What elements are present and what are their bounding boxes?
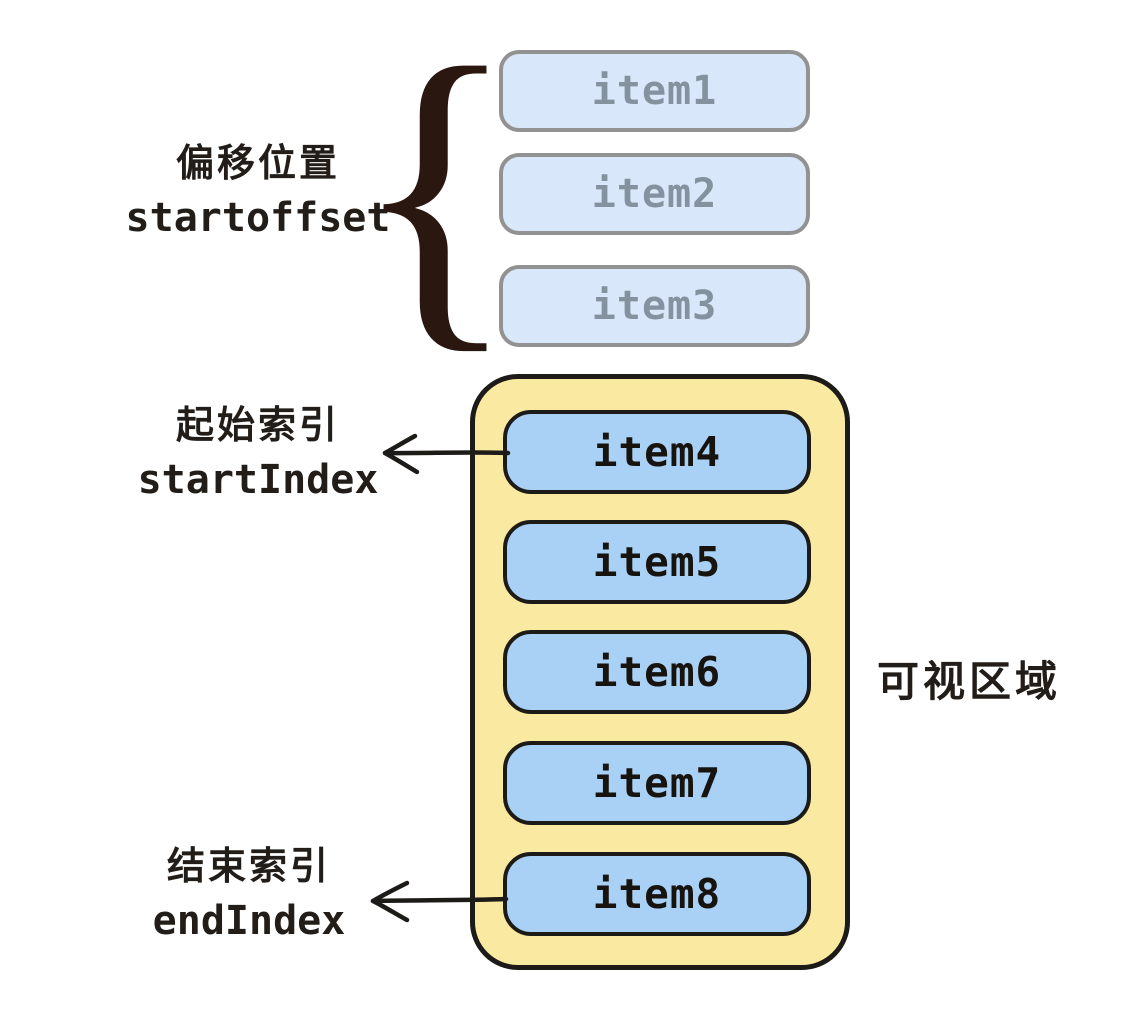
offset-label: 偏移位置 startoffset bbox=[108, 141, 408, 241]
list-item-offscreen: item3 bbox=[499, 265, 810, 347]
viewport-label: 可视区域 bbox=[877, 657, 1062, 706]
list-item-visible: item7 bbox=[503, 741, 811, 825]
offset-label-code: startoffset bbox=[125, 194, 391, 241]
end-index-label-cn: 结束索引 bbox=[166, 844, 331, 888]
list-item-visible: item4 bbox=[503, 410, 811, 494]
list-item-offscreen: item1 bbox=[499, 50, 810, 132]
offset-label-cn: 偏移位置 bbox=[175, 141, 340, 185]
list-item-visible: item6 bbox=[503, 630, 811, 714]
list-item-offscreen: item2 bbox=[499, 153, 810, 235]
end-index-label-code: endIndex bbox=[152, 897, 346, 944]
start-index-arrow-icon bbox=[378, 430, 511, 476]
start-index-label-code: startIndex bbox=[137, 456, 379, 503]
list-item-visible: item5 bbox=[503, 520, 811, 604]
curly-brace-icon: { bbox=[352, 0, 518, 380]
start-index-label: 起始索引 startIndex bbox=[112, 403, 404, 503]
end-index-label: 结束索引 endIndex bbox=[103, 844, 395, 944]
start-index-label-cn: 起始索引 bbox=[175, 403, 340, 447]
end-index-arrow-icon bbox=[366, 876, 509, 926]
list-item-visible: item8 bbox=[503, 852, 811, 936]
